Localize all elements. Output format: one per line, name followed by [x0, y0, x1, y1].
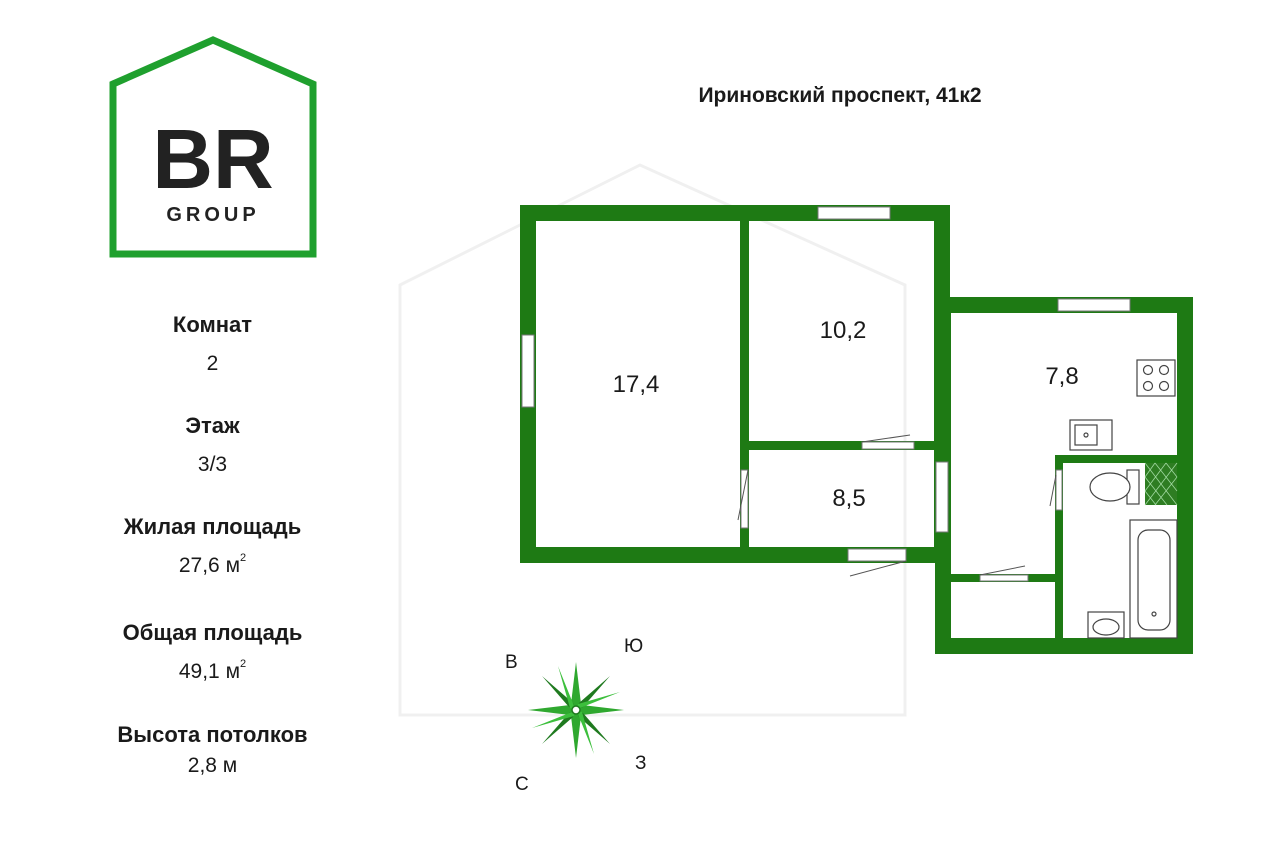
- info-label: Высота потолков: [117, 722, 308, 747]
- door-swings: [737, 434, 1057, 577]
- info-floor: Этаж 3/3: [60, 413, 365, 477]
- br-group-logo: BR GROUP: [109, 36, 317, 258]
- info-ceiling-height: Высота потолков 2,8 м: [60, 722, 365, 778]
- compass-label-n: В: [505, 652, 518, 673]
- info-unit: 2: [240, 658, 247, 670]
- compass-label-s: З: [635, 753, 646, 774]
- sink-icon: [1069, 419, 1113, 451]
- info-value: 3/3: [197, 453, 228, 476]
- info-living-area: Жилая площадь 27,6 м2: [60, 514, 365, 578]
- info-unit: 2: [240, 552, 247, 564]
- room-area-label: 17,4: [613, 371, 660, 398]
- room-area-label: 7,8: [1045, 363, 1078, 390]
- room-area-label: 8,5: [832, 485, 865, 512]
- info-value: 2: [206, 352, 219, 375]
- address-title: Ириновский проспект, 41к2: [698, 84, 982, 107]
- room-area-label: 10,2: [820, 317, 867, 344]
- windows: [521, 206, 1131, 408]
- logo-sub: GROUP: [166, 204, 259, 226]
- logo-brand: BR: [152, 112, 273, 206]
- shower-tray-icon: [1144, 462, 1178, 506]
- info-value: 27,6 м: [178, 554, 241, 577]
- info-label: Жилая площадь: [123, 514, 302, 539]
- stove-icon: [1136, 359, 1176, 397]
- info-rooms: Комнат 2: [60, 312, 365, 376]
- doors: [740, 441, 1063, 582]
- compass-label-w: С: [515, 774, 529, 795]
- toilet-icon: [1089, 469, 1140, 505]
- info-total-area: Общая площадь 49,1 м2: [60, 620, 365, 684]
- info-value: 2,8 м: [187, 754, 238, 777]
- washbasin-icon: [1087, 611, 1125, 639]
- watermark: [398, 163, 907, 717]
- info-label: Комнат: [172, 312, 253, 337]
- info-value: 49,1 м: [178, 660, 241, 683]
- info-label: Общая площадь: [122, 620, 303, 645]
- compass-label-e: Ю: [624, 636, 643, 657]
- bathtub-icon: [1129, 519, 1178, 639]
- info-label: Этаж: [185, 413, 240, 438]
- compass-rose-icon: В Ю З С: [505, 636, 646, 795]
